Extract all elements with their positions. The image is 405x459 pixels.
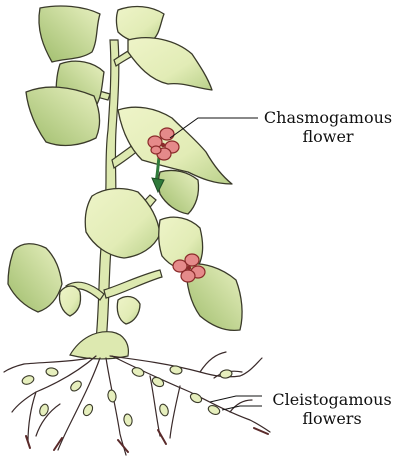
leaf	[115, 5, 165, 44]
flower-center	[160, 142, 166, 148]
cleistogamous-bud	[45, 367, 59, 377]
petal	[172, 259, 188, 273]
petal	[180, 269, 196, 283]
cleistogamous-bud	[151, 376, 165, 388]
cleistogamous-bud	[169, 365, 183, 375]
cleistogamous-flowers-label: Cleistogamous flowers	[262, 390, 402, 428]
leaf	[38, 5, 101, 63]
leaf	[127, 37, 213, 91]
chasmogamous-flower	[147, 127, 180, 194]
label-line: Chasmogamous	[263, 108, 393, 127]
petal	[184, 253, 200, 267]
flower-center	[186, 265, 192, 271]
root-tips	[25, 427, 269, 453]
label-line: flower	[302, 127, 354, 146]
cleistogamous-bud	[82, 403, 94, 417]
cleistogamous-leader-line-1	[209, 395, 262, 403]
cleistogamous-leader-line-2	[221, 405, 262, 411]
cleistogamous-flowers	[21, 365, 233, 427]
label-line: Cleistogamous	[272, 390, 392, 409]
label-line: flowers	[302, 409, 362, 428]
leaf	[7, 243, 63, 313]
cleistogamous-bud	[21, 375, 35, 385]
cleistogamous-bud	[107, 389, 117, 403]
leader-lines	[169, 117, 262, 411]
leaf	[58, 285, 82, 317]
leaf	[157, 169, 200, 215]
leaf	[84, 187, 161, 259]
chasmogamous-flower-label: Chasmogamous flower	[258, 108, 398, 146]
cleistogamous-bud	[219, 369, 233, 379]
cleistogamous-bud	[70, 380, 82, 392]
chasmogamous-leader-line	[169, 117, 258, 139]
cleistogamous-bud	[39, 403, 49, 417]
cleistogamous-bud	[123, 413, 133, 427]
lower-open-flower	[172, 253, 206, 283]
cleistogamous-bud	[189, 392, 203, 404]
cleistogamous-bud	[131, 367, 145, 377]
leaf	[25, 86, 101, 147]
petal	[159, 127, 175, 141]
petal	[150, 145, 162, 155]
sepal	[151, 177, 165, 194]
cleistogamous-bud	[207, 405, 221, 415]
cleistogamous-bud	[159, 403, 169, 417]
leaf	[116, 295, 141, 325]
leaf	[185, 262, 243, 332]
